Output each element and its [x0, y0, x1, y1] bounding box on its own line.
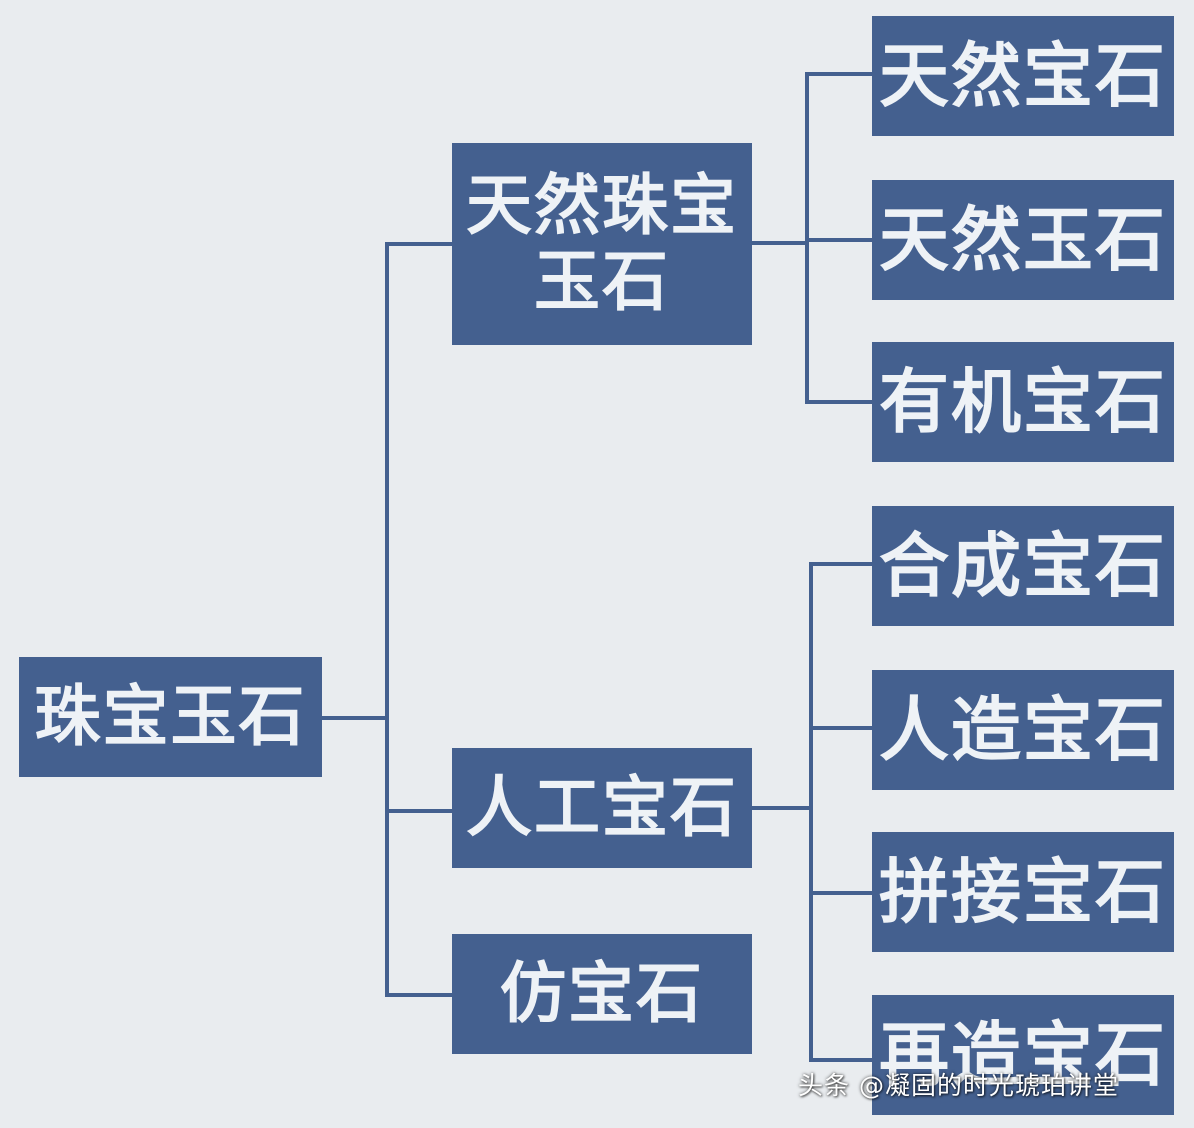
node-natural-jewelry-jade: 天然珠宝 玉石	[452, 143, 752, 345]
node-jewelry-jade: 珠宝玉石	[19, 657, 322, 777]
node-natural-jades: 天然玉石	[872, 180, 1174, 300]
node-natural-gemstones-label: 天然宝石	[879, 34, 1167, 117]
node-artificial-gems-label: 人工宝石	[466, 769, 738, 847]
node-reconstructed-gemstones-label: 再造宝石	[879, 1013, 1167, 1096]
node-imitation-gems: 仿宝石	[452, 934, 752, 1054]
watermark-text: 头条 @凝固的时光琥珀讲堂	[798, 1071, 1119, 1100]
node-composite-gemstones-label: 拼接宝石	[879, 850, 1167, 933]
node-reconstructed-gemstones: 再造宝石	[872, 995, 1174, 1115]
node-imitation-gems-label: 仿宝石	[500, 955, 704, 1033]
node-synthetic-gemstones-label: 合成宝石	[879, 524, 1167, 607]
node-organic-gemstones: 有机宝石	[872, 342, 1174, 462]
node-natural-gemstones: 天然宝石	[872, 16, 1174, 136]
node-natural-jades-label: 天然玉石	[879, 198, 1167, 281]
node-natural-jewelry-jade-label: 天然珠宝 玉石	[466, 167, 738, 320]
node-organic-gemstones-label: 有机宝石	[879, 360, 1167, 443]
node-synthetic-gemstones: 合成宝石	[872, 506, 1174, 626]
node-composite-gemstones: 拼接宝石	[872, 832, 1174, 952]
node-man-made-gemstones: 人造宝石	[872, 670, 1174, 790]
node-man-made-gemstones-label: 人造宝石	[879, 688, 1167, 771]
node-jewelry-jade-label: 珠宝玉石	[34, 678, 307, 756]
node-artificial-gems: 人工宝石	[452, 748, 752, 868]
